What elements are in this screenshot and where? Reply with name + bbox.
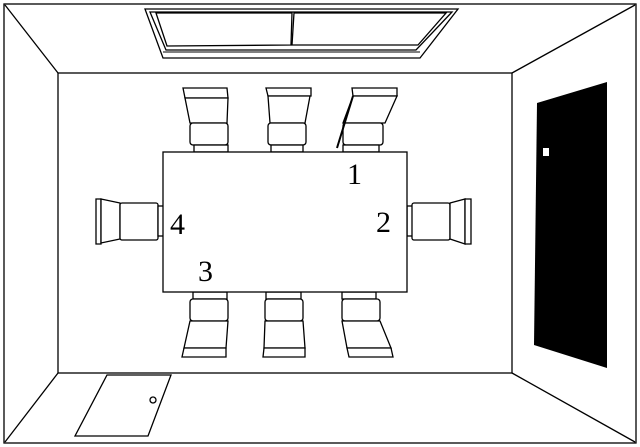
chair-left bbox=[95, 198, 165, 245]
chair-top-2 bbox=[265, 87, 312, 153]
chair-top-3 bbox=[336, 87, 399, 153]
window bbox=[144, 8, 460, 59]
position-label-2: 2 bbox=[376, 206, 391, 239]
corner-edges bbox=[4, 4, 636, 443]
chair-top-1 bbox=[182, 87, 229, 153]
chair-right bbox=[406, 198, 472, 245]
meeting-table bbox=[162, 151, 408, 293]
position-label-3: 3 bbox=[198, 255, 213, 288]
chair-bottom-2 bbox=[262, 291, 306, 358]
chair-bottom-1 bbox=[181, 291, 229, 358]
position-label-4: 4 bbox=[170, 208, 185, 241]
side-door bbox=[534, 82, 607, 368]
floor-hatch bbox=[73, 374, 172, 437]
position-label-1: 1 bbox=[347, 158, 362, 191]
door-handle bbox=[543, 148, 549, 156]
